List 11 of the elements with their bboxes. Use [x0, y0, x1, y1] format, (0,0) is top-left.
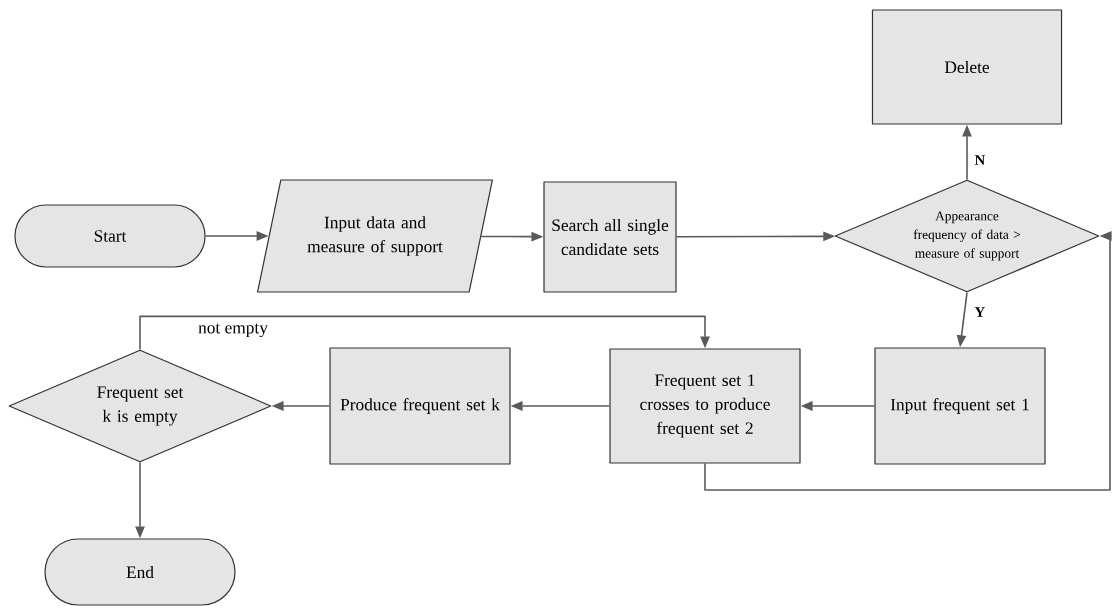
arrow — [139, 315, 710, 351]
input-parallelogram: Input data and measure of support — [257, 179, 494, 293]
process-box: Search all single candidate sets — [543, 181, 677, 293]
edge-label: N — [973, 153, 987, 167]
process-box: Frequent set 1 crosses to produce frequent set 2 — [609, 348, 801, 464]
edge-label: not empty — [196, 322, 270, 339]
arrow — [704, 231, 1112, 491]
process-box: Produce frequent set k — [329, 347, 511, 465]
process-box: Delete — [871, 9, 1063, 125]
edge-label: Y — [973, 305, 987, 319]
process-box: Input frequent set 1 — [874, 347, 1046, 465]
